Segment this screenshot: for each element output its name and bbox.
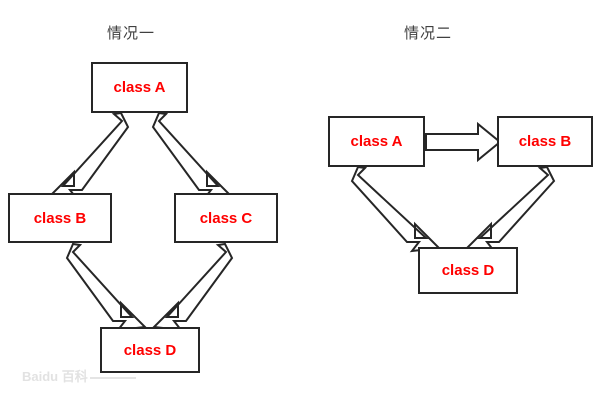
class-label: class D [123, 341, 177, 359]
arrow-a2-to-d2 [350, 165, 442, 253]
arrow-a-to-b [47, 111, 130, 201]
watermark-rule [89, 376, 136, 379]
class-label: class B [518, 133, 572, 150]
case-one-node-class-b[interactable]: class B [8, 193, 112, 243]
arrow-a-to-c [151, 111, 234, 201]
case-two-node-class-b[interactable]: class B [497, 116, 593, 167]
case-one-node-class-c[interactable]: class C [174, 193, 278, 243]
class-label: class B [33, 209, 87, 227]
case-one-title: 情况一 [107, 25, 156, 42]
arrow-a2-to-b2 [425, 121, 502, 163]
class-label: class A [113, 79, 166, 96]
baidu-watermark: Baidu 百科 [22, 366, 136, 385]
arrow-b-to-d [65, 242, 148, 332]
class-label: class D [441, 262, 495, 279]
case-two-node-class-a[interactable]: class A [328, 116, 425, 167]
case-two-title: 情况二 [404, 25, 453, 42]
case-one-node-class-d[interactable]: class D [100, 327, 200, 373]
arrow-c-to-d [151, 242, 234, 332]
case-one-node-class-a[interactable]: class A [91, 62, 188, 113]
arrow-b2-to-d2 [464, 165, 556, 253]
case-two-node-class-d[interactable]: class D [418, 247, 518, 294]
class-label: class C [199, 209, 253, 227]
watermark-text: Baidu 百科 [22, 369, 88, 384]
class-label: class A [350, 133, 403, 150]
